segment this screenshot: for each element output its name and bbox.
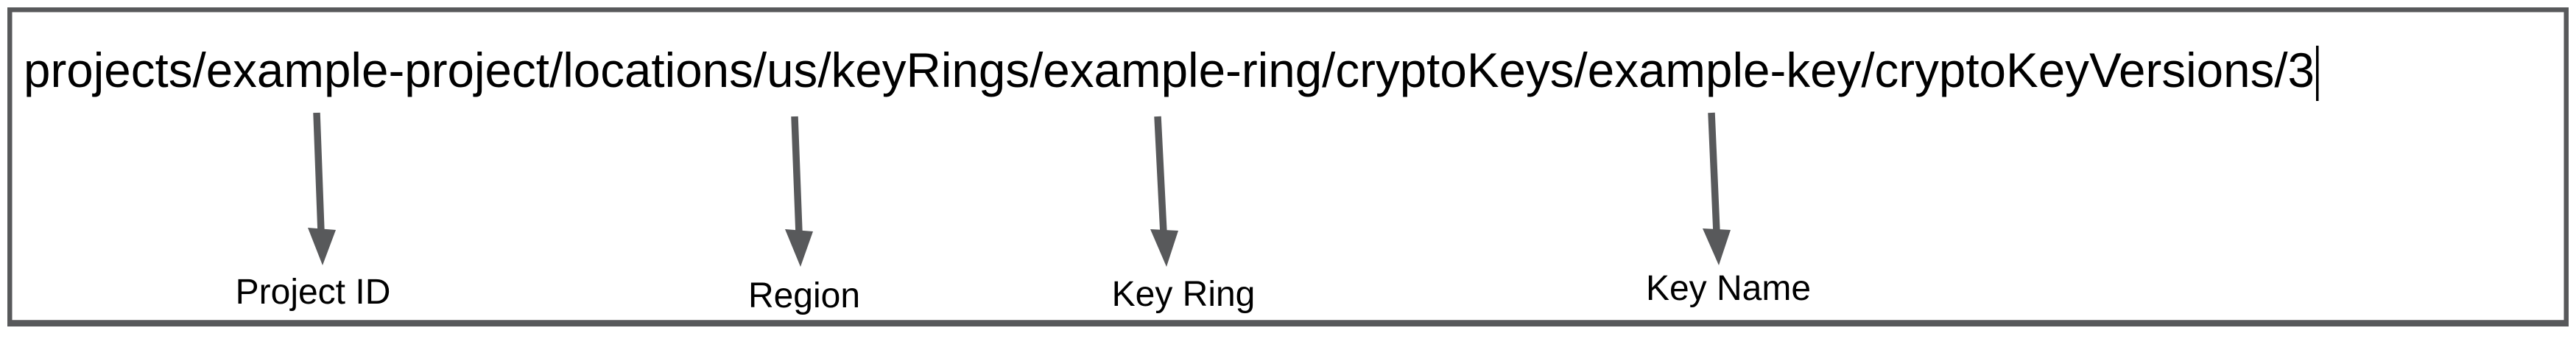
label-key-name: Key Name — [1646, 269, 1811, 308]
resource-path-text[interactable]: projects/example-project/locations/us/ke… — [24, 43, 2315, 97]
arrow-project-id — [308, 112, 336, 265]
arrow-key-ring — [1150, 116, 1178, 267]
resource-path-field[interactable] — [7, 7, 2569, 326]
arrow-line — [791, 116, 803, 234]
text-cursor — [2316, 46, 2319, 101]
label-key-ring: Key Ring — [1112, 275, 1256, 314]
arrow-head-icon — [1703, 228, 1731, 265]
arrow-line — [1154, 116, 1167, 234]
arrow-key-name — [1703, 112, 1731, 265]
label-region: Region — [748, 276, 860, 315]
arrow-head-icon — [308, 228, 336, 265]
arrow-line — [1708, 112, 1720, 233]
arrow-head-icon — [1150, 229, 1178, 267]
arrow-line — [313, 112, 325, 233]
label-project-id: Project ID — [236, 273, 391, 312]
arrow-region — [785, 116, 813, 267]
arrow-head-icon — [785, 229, 813, 267]
